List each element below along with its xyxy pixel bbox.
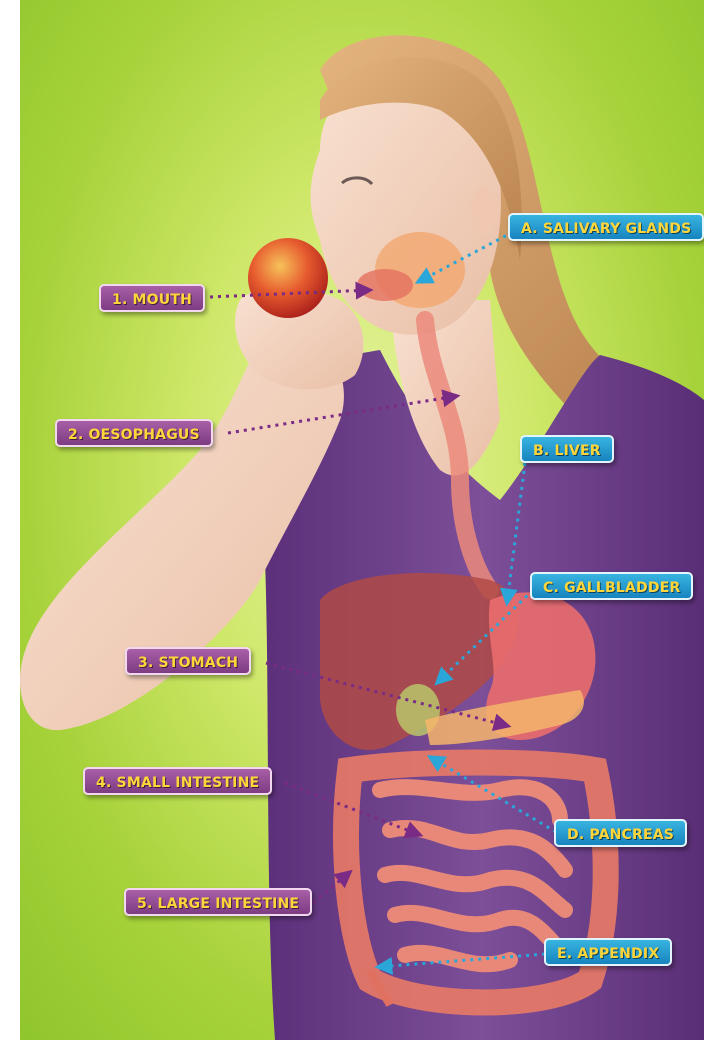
label-pancreas: D. PANCREAS <box>554 819 687 847</box>
ear <box>471 186 499 234</box>
background-panel: 1. MOUTH 2. OESOPHAGUS 3. STOMACH 4. SMA… <box>20 0 704 1040</box>
apple <box>248 238 328 318</box>
label-liver: B. LIVER <box>520 435 614 463</box>
label-appendix: E. APPENDIX <box>544 938 672 966</box>
label-large-intestine: 5. LARGE INTESTINE <box>124 888 312 916</box>
label-small-intestine: 4. SMALL INTESTINE <box>83 767 272 795</box>
label-oesophagus: 2. OESOPHAGUS <box>55 419 213 447</box>
tongue-drawing <box>357 269 413 301</box>
label-gallbladder: C. GALLBLADDER <box>530 572 693 600</box>
label-mouth: 1. MOUTH <box>99 284 205 312</box>
label-salivary-glands: A. SALIVARY GLANDS <box>508 213 704 241</box>
illustration <box>20 0 704 1040</box>
label-stomach: 3. STOMACH <box>125 647 251 675</box>
